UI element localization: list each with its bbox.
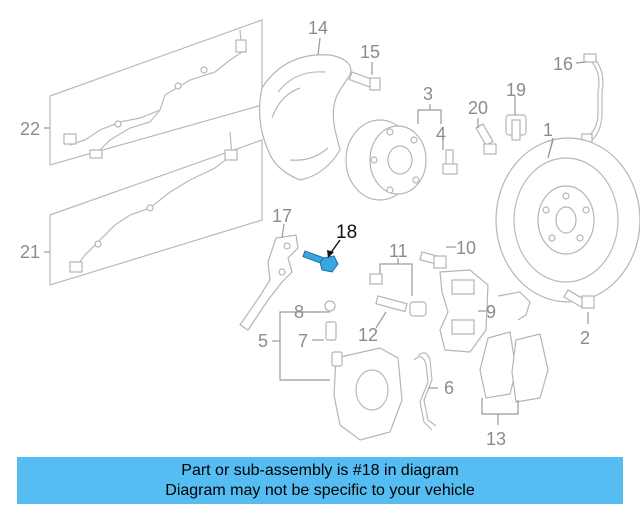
part-18-bolt-highlighted — [302, 239, 341, 273]
part-20-bolt — [475, 118, 497, 155]
part-16-brake-hose — [575, 53, 604, 143]
part-14-dust-shield — [258, 37, 352, 181]
label-part-14: 14 — [308, 18, 328, 38]
parts-diagram: 1 2 3 4 5 6 7 8 9 10 11 12 13 14 15 16 1… — [20, 18, 640, 449]
part-2-bolt — [563, 289, 595, 324]
label-part-21: 21 — [20, 242, 40, 262]
label-part-12: 12 — [358, 325, 378, 345]
label-part-8: 8 — [294, 302, 304, 322]
label-part-18: 18 — [336, 222, 357, 243]
label-part-10: 10 — [456, 238, 476, 258]
banner-line-1: Part or sub-assembly is #18 in diagram — [181, 461, 459, 479]
part-13-brake-pads — [479, 291, 549, 425]
label-part-9: 9 — [486, 302, 496, 322]
label-part-15: 15 — [360, 42, 380, 62]
part-21-group — [44, 131, 263, 286]
callout-labels: 1 2 3 4 5 6 7 8 9 10 11 12 13 14 15 16 1… — [20, 18, 590, 449]
label-part-13: 13 — [486, 429, 506, 449]
banner-line-2: Diagram may not be specific to your vehi… — [165, 481, 475, 499]
part-17-bracket — [239, 223, 299, 331]
part-4-bolt — [442, 140, 458, 175]
label-part-2: 2 — [580, 328, 590, 348]
label-part-4: 4 — [436, 124, 446, 144]
part-15-bolt — [348, 62, 381, 91]
part-19-sensor — [505, 96, 527, 141]
label-part-20: 20 — [468, 98, 488, 118]
label-part-11: 11 — [389, 241, 408, 261]
label-part-17: 17 — [272, 206, 292, 226]
part-3-wheel-hub — [345, 104, 442, 201]
part-9-caliper-carrier — [439, 269, 489, 353]
part-5-caliper-group — [272, 300, 403, 441]
label-part-7: 7 — [298, 331, 308, 351]
info-banner: Part or sub-assembly is #18 in diagram D… — [17, 457, 623, 504]
label-part-22: 22 — [20, 119, 40, 139]
label-part-16: 16 — [553, 54, 573, 74]
label-part-3: 3 — [423, 84, 433, 104]
part-1-brake-disc — [495, 137, 640, 303]
label-part-5: 5 — [258, 331, 268, 351]
label-part-1: 1 — [543, 120, 553, 140]
part-22-group — [44, 19, 263, 166]
label-part-6: 6 — [444, 378, 454, 398]
label-part-19: 19 — [506, 80, 526, 100]
part-11-guide-pins — [369, 258, 427, 329]
part-6-spring — [413, 352, 438, 431]
part-10-bolt — [419, 246, 456, 269]
